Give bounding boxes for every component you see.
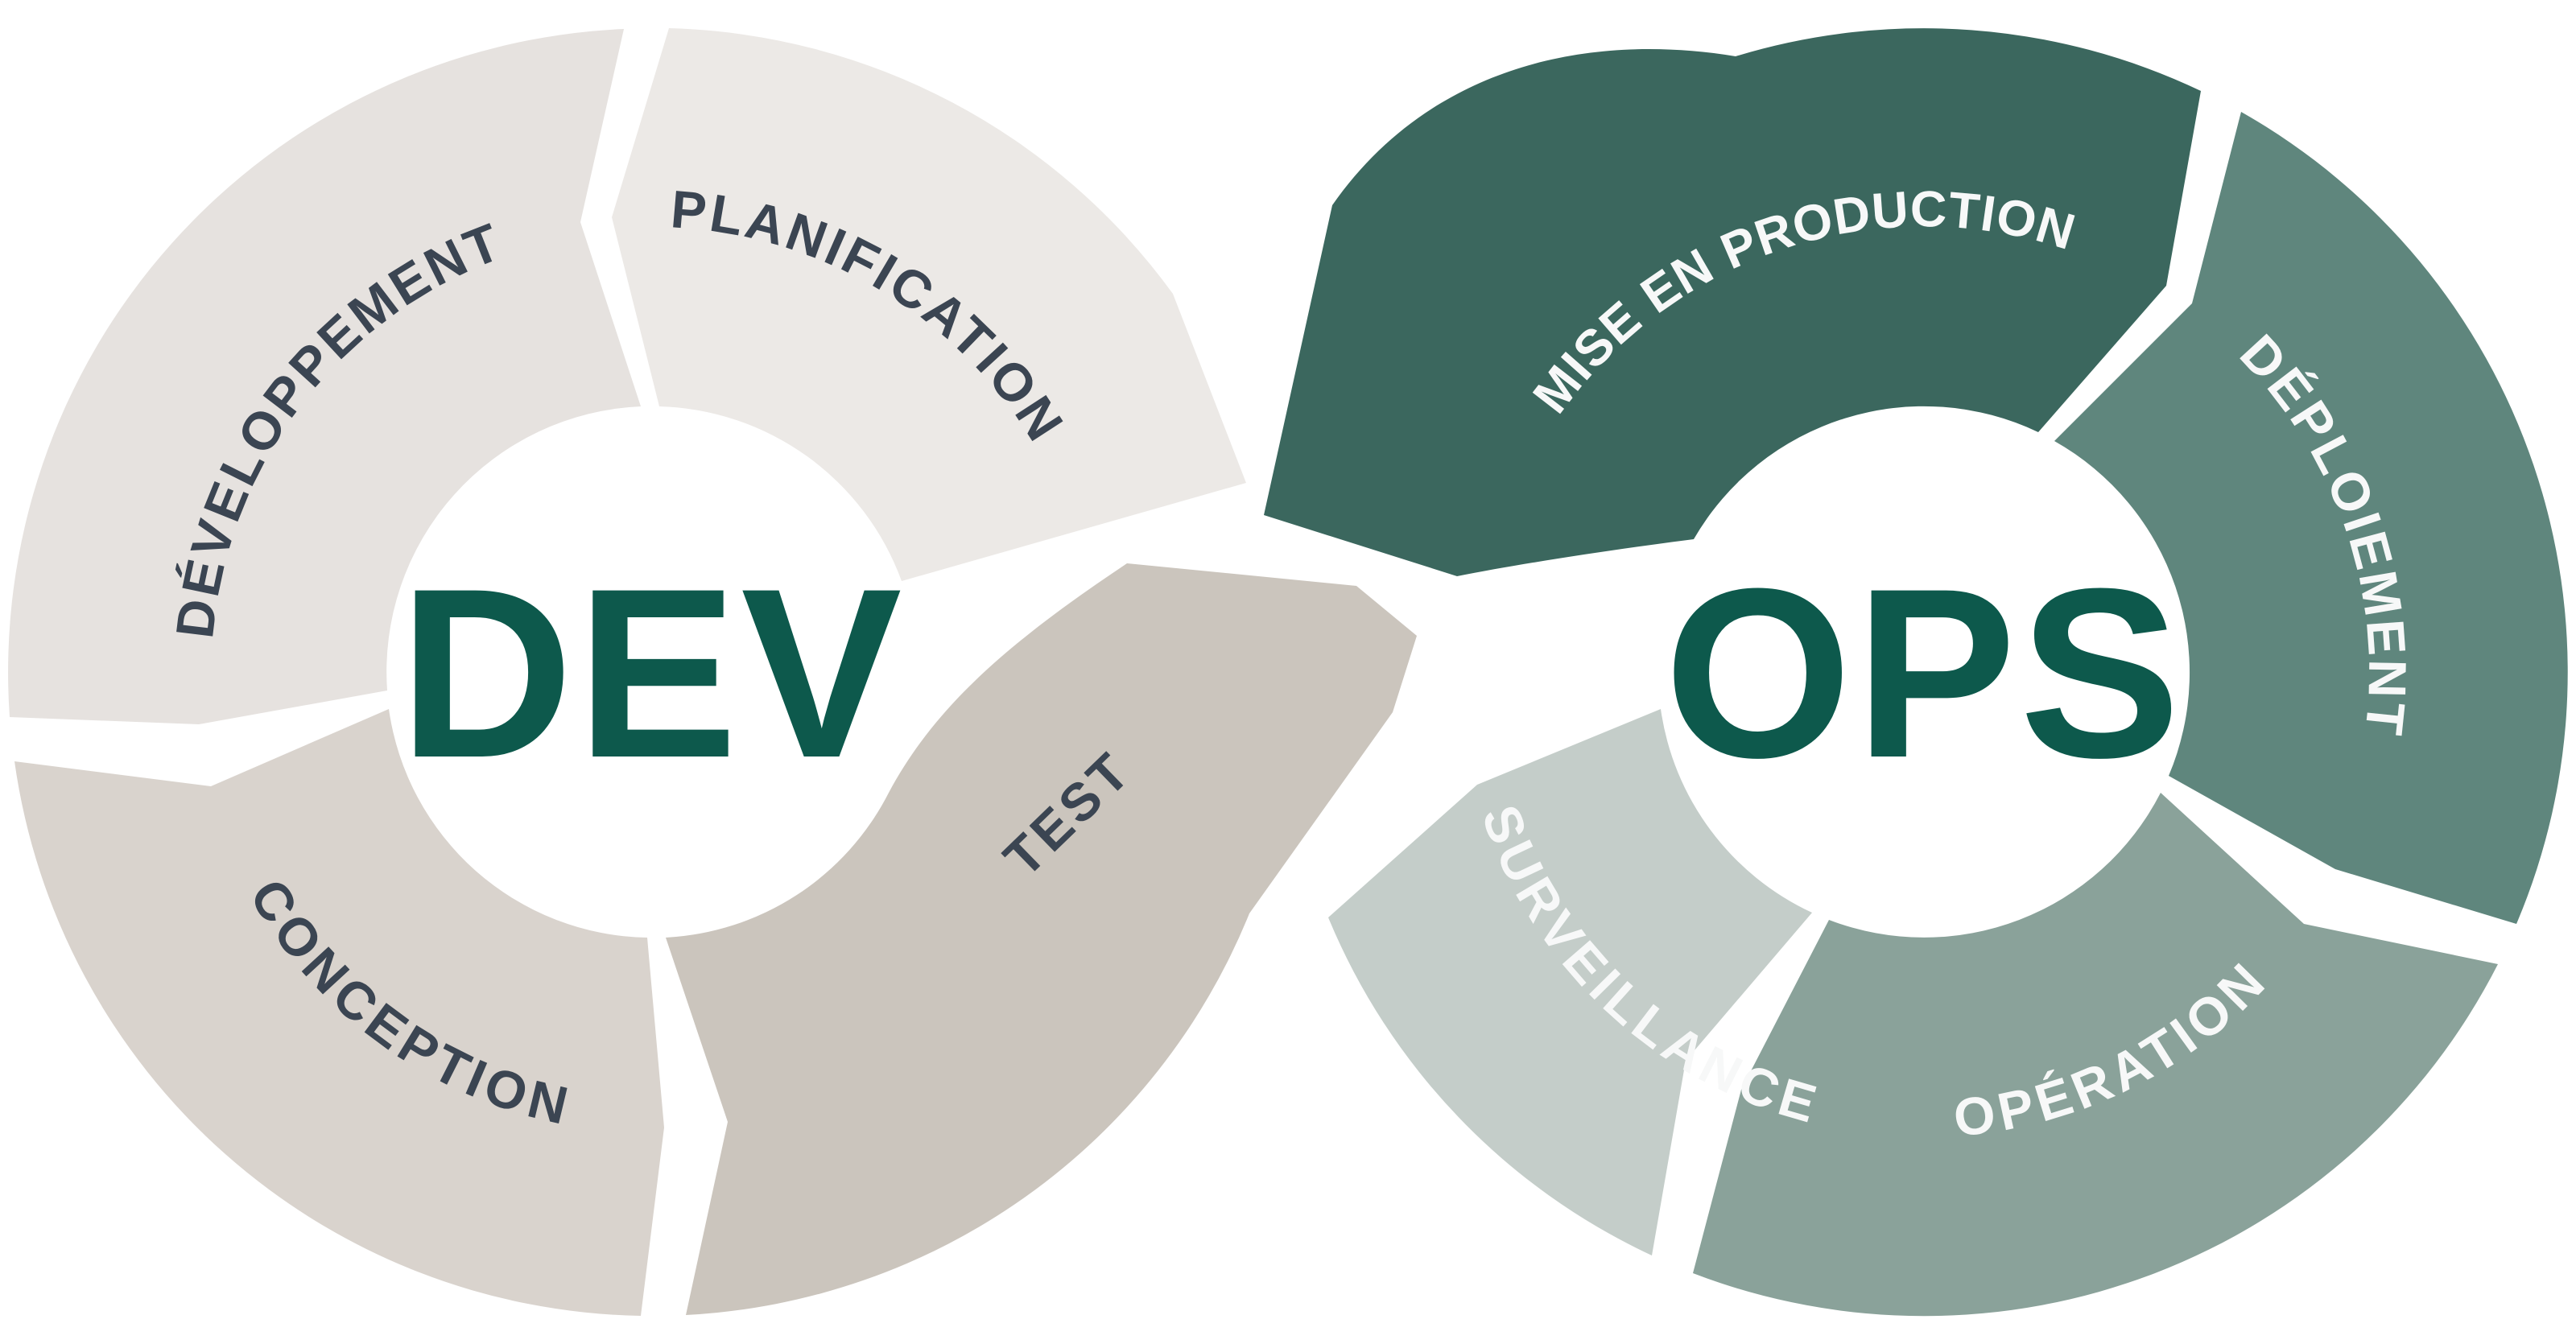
segment-developpement xyxy=(8,29,641,724)
segment-operation xyxy=(1693,793,2498,1317)
segment-mise-en-production xyxy=(1264,28,2201,577)
segment-conception xyxy=(14,709,664,1316)
segment-test xyxy=(666,563,1417,1315)
ops-core-label: OPS xyxy=(1664,538,2184,808)
segment-planification xyxy=(612,28,1246,581)
segment-deploiement xyxy=(2054,112,2568,924)
dev-core-label: DEV xyxy=(399,538,906,808)
segment-surveillance xyxy=(1328,709,1812,1255)
